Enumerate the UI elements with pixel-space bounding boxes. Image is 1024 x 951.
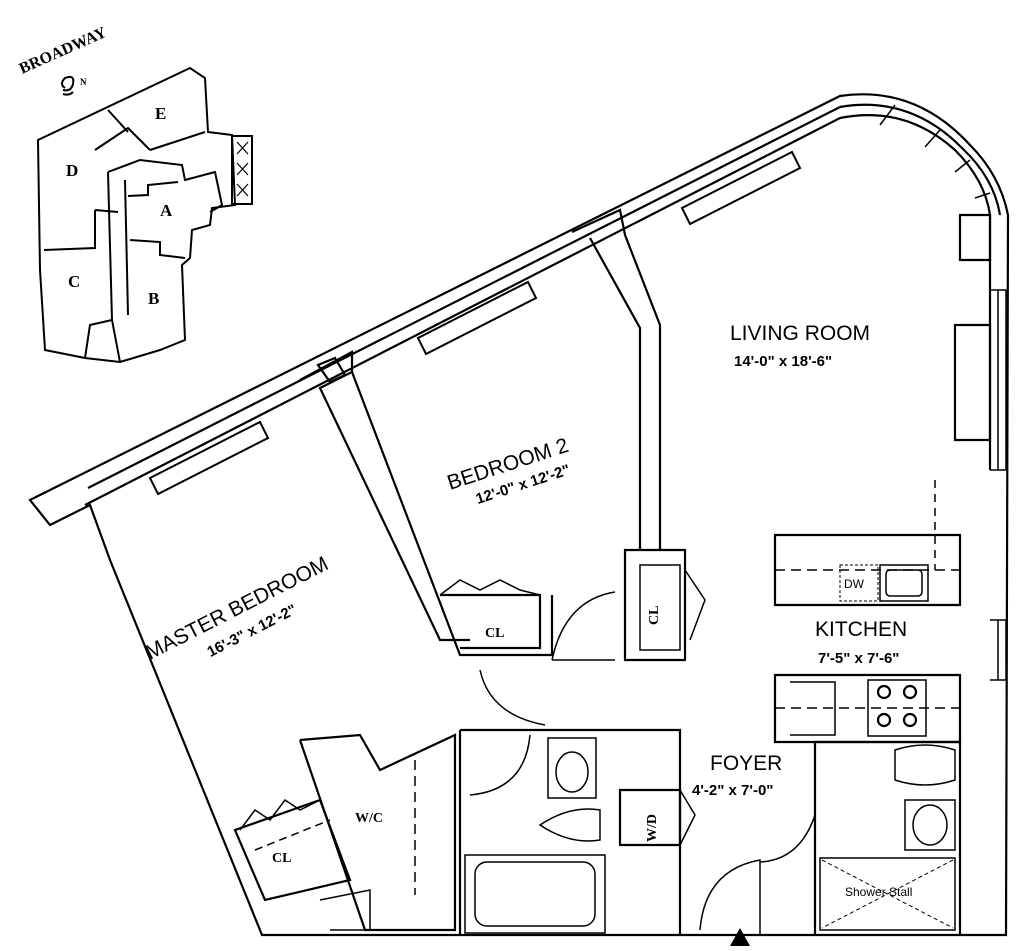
unit-a-label: A <box>160 201 173 220</box>
unit-d-label: D <box>66 161 78 180</box>
street-label: BROADWAY <box>17 24 110 78</box>
exterior-walls <box>28 93 1010 937</box>
closet-master-label: CL <box>272 851 291 866</box>
dishwasher-label: DW <box>844 577 865 591</box>
unit-e-label: E <box>155 104 166 123</box>
kitchen-dims: 7'-5" x 7'-6" <box>818 650 899 667</box>
interior-walls <box>233 208 962 935</box>
unit-b-label: B <box>148 289 159 308</box>
closet-bedroom2-label: CL <box>485 626 504 641</box>
foyer-dims: 4'-2" x 7'-0" <box>692 782 773 799</box>
key-plan <box>36 66 253 364</box>
radiators <box>148 150 802 496</box>
shower-stall-label: Shower Stall <box>845 885 912 899</box>
washer-dryer-label: W/D <box>645 814 660 842</box>
foyer-name: FOYER <box>710 752 782 775</box>
kitchen-name: KITCHEN <box>815 618 907 641</box>
living-room-dims: 14'-0" x 18'-6" <box>734 353 832 370</box>
unit-c-label: C <box>68 272 80 291</box>
entry-arrow-icon <box>730 928 750 946</box>
living-room-name: LIVING ROOM <box>730 322 870 345</box>
north-label: N <box>80 77 87 87</box>
closet-living-label: CL <box>647 606 662 625</box>
walk-in-closet-label: W/C <box>355 811 383 826</box>
